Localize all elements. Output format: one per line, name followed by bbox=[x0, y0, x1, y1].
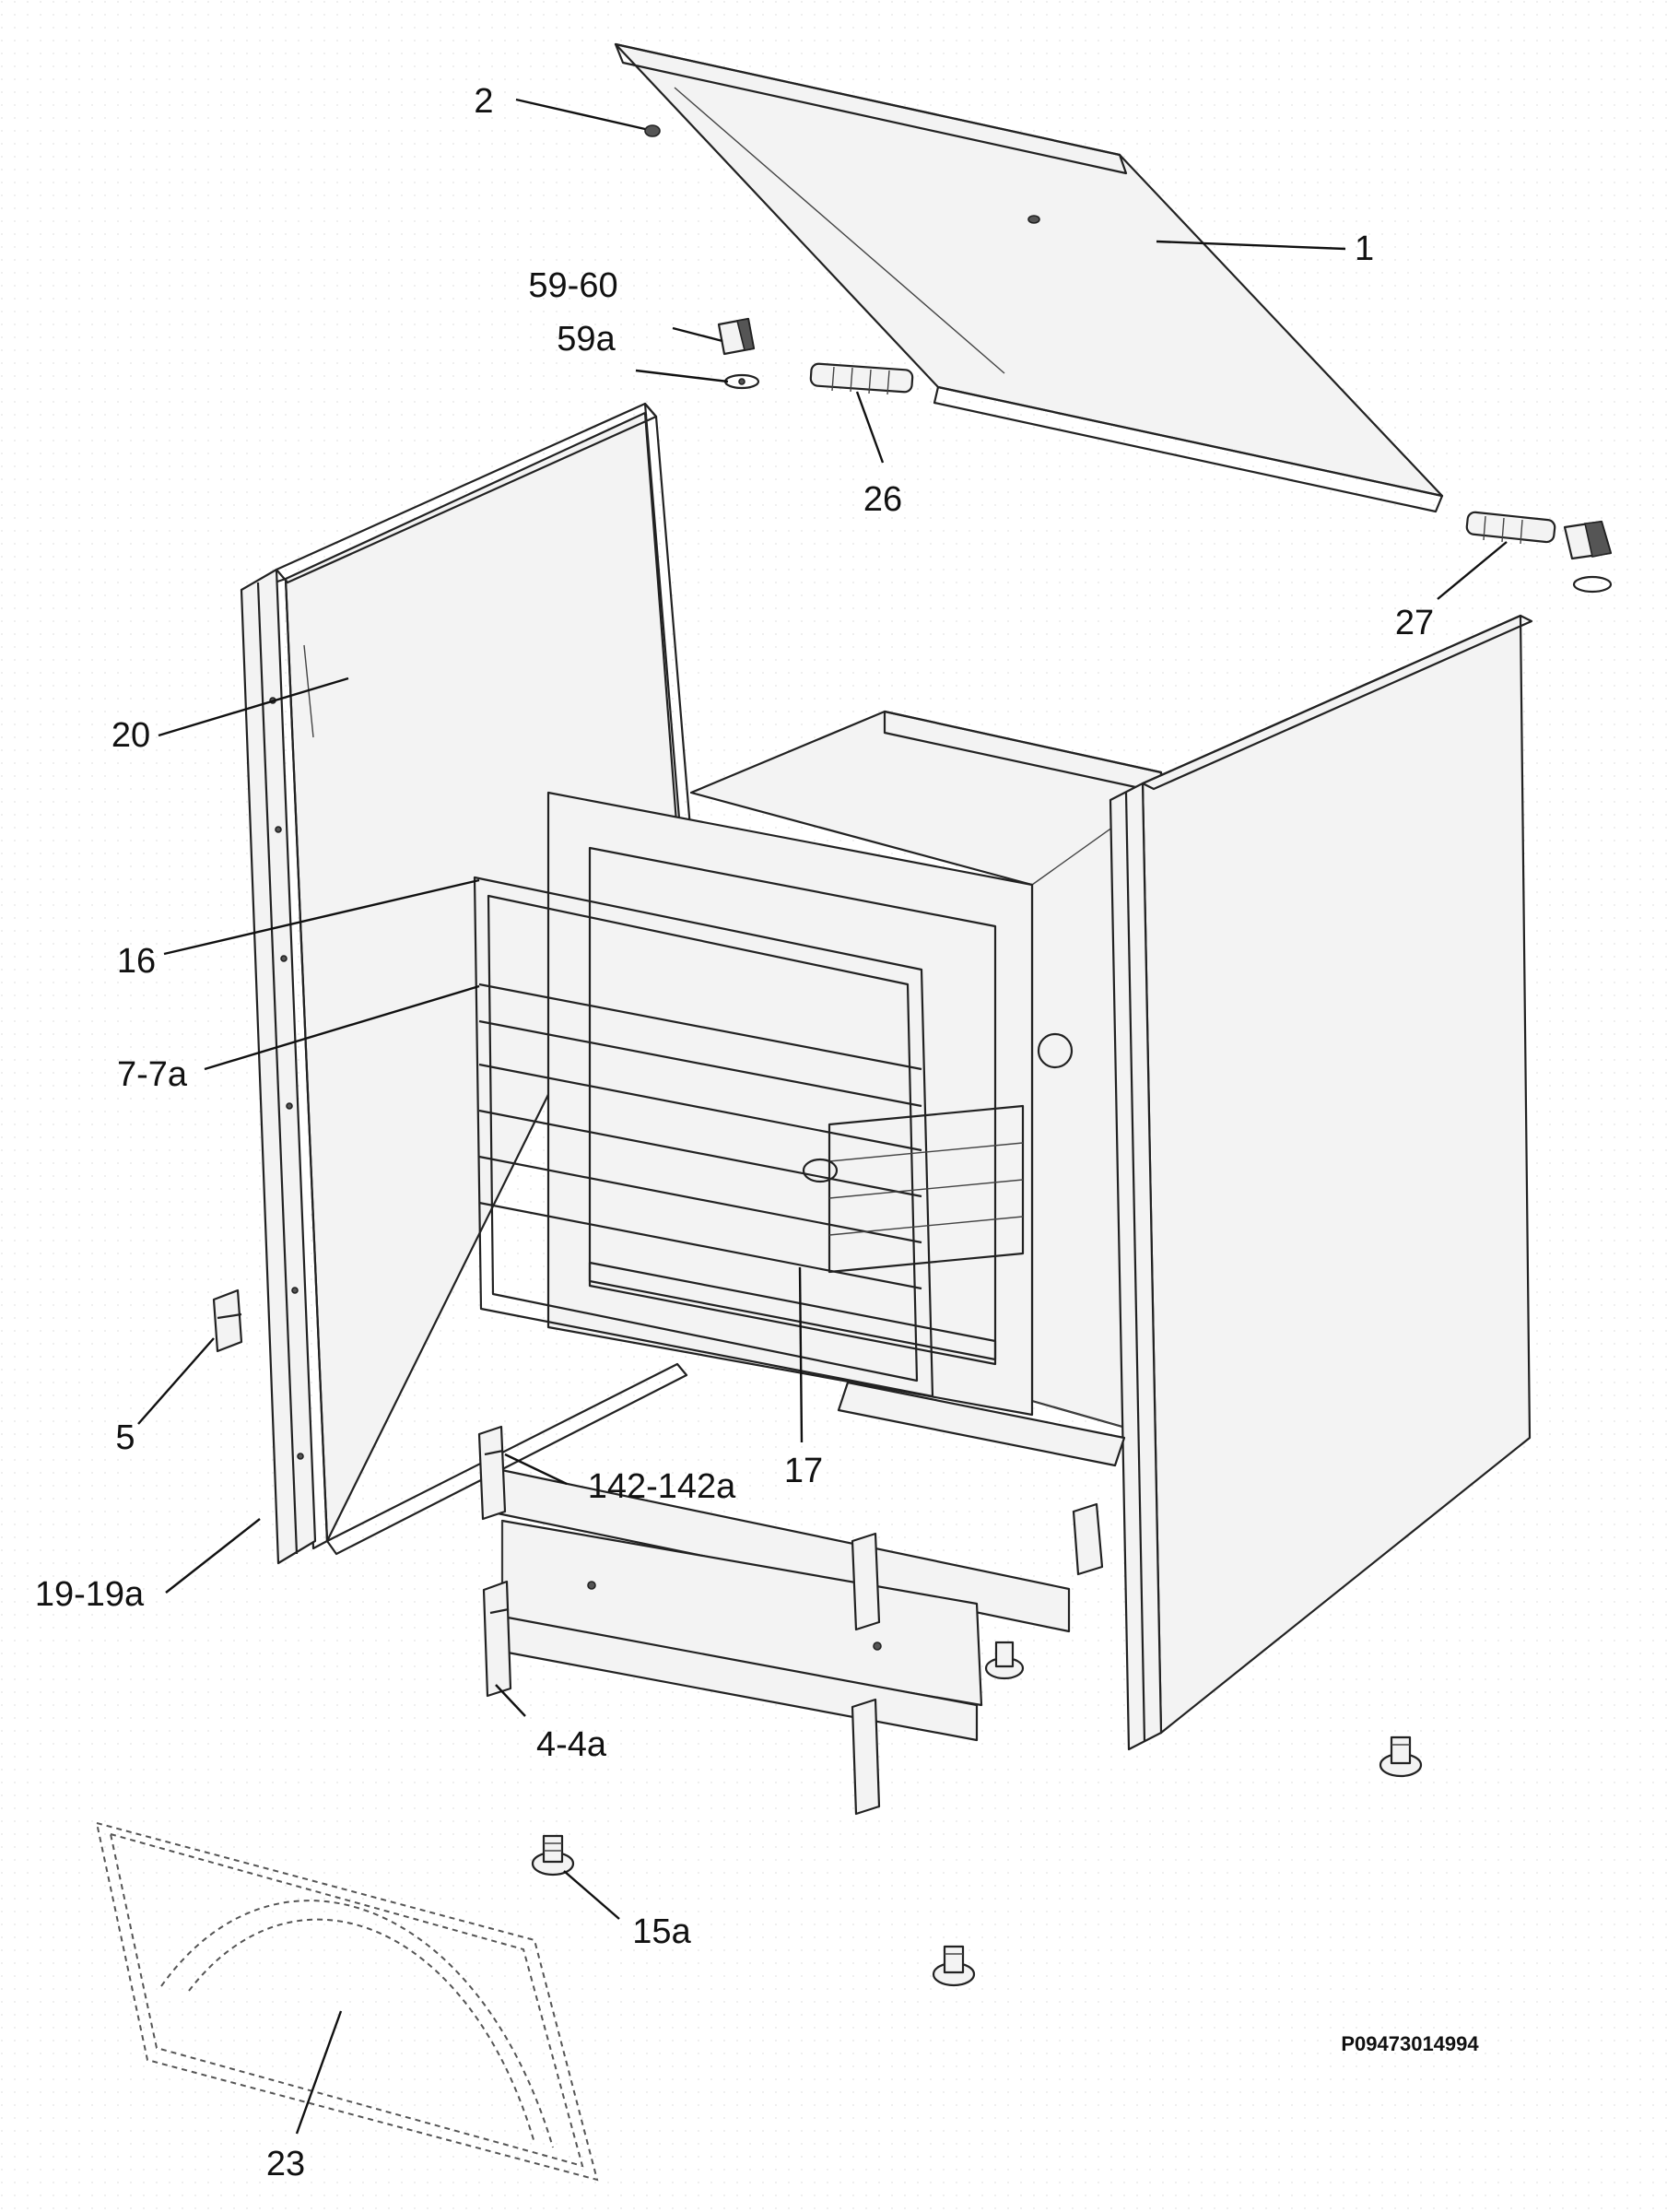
callout-2: 2 bbox=[474, 82, 493, 121]
callout-20: 20 bbox=[112, 716, 150, 755]
left-side-panel-part-20 bbox=[273, 402, 693, 1556]
callout-19-19a: 19-19a bbox=[35, 1575, 145, 1614]
plinth-part-23 bbox=[95, 1821, 599, 2182]
callout-59a: 59a bbox=[557, 320, 616, 359]
callout-16: 16 bbox=[117, 942, 156, 981]
shelf-racks-part-7-7a bbox=[478, 982, 922, 1290]
mid-hinge-bracket bbox=[851, 1532, 881, 1816]
callout-1: 1 bbox=[1355, 229, 1374, 268]
callout-5: 5 bbox=[115, 1418, 135, 1457]
callout-27: 27 bbox=[1395, 604, 1434, 642]
callout-7-7a: 7-7a bbox=[117, 1055, 188, 1094]
base-frame bbox=[487, 1381, 1126, 1742]
clip-part-5 bbox=[212, 1288, 243, 1353]
door-gasket-part-16 bbox=[473, 876, 934, 1398]
adjustable-foot-part-15a bbox=[531, 1834, 575, 1877]
hinge-part-27 bbox=[1465, 511, 1613, 594]
leader-lines bbox=[137, 98, 1508, 2135]
switch-part-59-60 bbox=[717, 317, 756, 356]
callout-26: 26 bbox=[863, 480, 902, 519]
right-side-panel bbox=[1109, 614, 1533, 1751]
hinge-bracket-part-4-4a bbox=[482, 1580, 512, 1698]
small-part-2 bbox=[644, 124, 661, 137]
adjustable-foot bbox=[932, 1945, 976, 1987]
callout-4-4a: 4-4a bbox=[536, 1725, 607, 1764]
top-lid-part-1 bbox=[614, 42, 1444, 513]
oven-front-frame bbox=[546, 791, 1034, 1417]
callout-23: 23 bbox=[266, 2145, 305, 2183]
oven-rack-part-17 bbox=[802, 1104, 1025, 1274]
hinge-bracket-part-142-142a bbox=[477, 1425, 507, 1521]
adjustable-foot bbox=[1379, 1735, 1423, 1778]
hinge-part-26 bbox=[809, 362, 914, 395]
callout-17: 17 bbox=[784, 1452, 823, 1490]
adjustable-foot bbox=[984, 1641, 1025, 1680]
callout-142-142a: 142-142a bbox=[588, 1467, 736, 1506]
callout-59-60: 59-60 bbox=[528, 266, 617, 305]
drawing-code: P09473014994 bbox=[1341, 2032, 1479, 2055]
callout-15a: 15a bbox=[632, 1912, 691, 1951]
left-upright-part-19-19a bbox=[240, 568, 317, 1565]
